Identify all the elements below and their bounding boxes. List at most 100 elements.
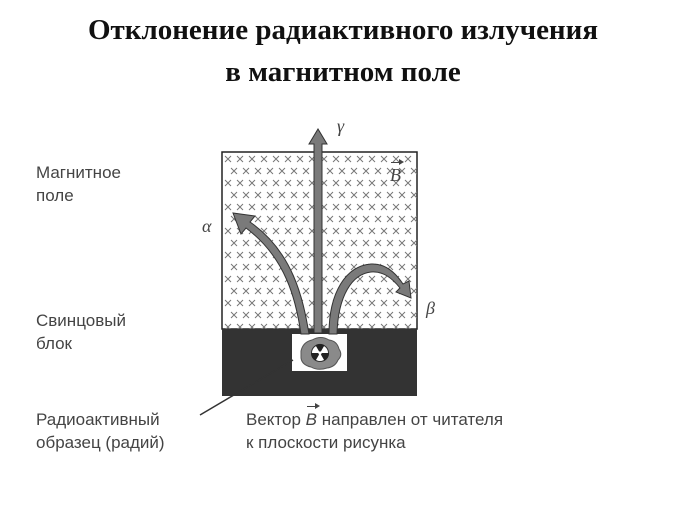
field-cross (332, 227, 340, 235)
field-cross (284, 323, 292, 329)
field-cross (230, 167, 238, 175)
field-cross (272, 299, 280, 307)
vector-note-line2: к плоскости рисунка (246, 433, 406, 452)
field-cross (332, 179, 340, 187)
field-cross (254, 311, 262, 319)
field-cross (290, 263, 298, 271)
field-cross (410, 167, 417, 175)
field-cross (350, 287, 358, 295)
field-cross (236, 203, 244, 211)
field-cross (302, 287, 310, 295)
field-cross (332, 275, 340, 283)
field-cross (230, 239, 238, 247)
field-cross (398, 167, 406, 175)
radioactive-sample (300, 337, 342, 370)
field-cross (374, 311, 382, 319)
field-cross (230, 311, 238, 319)
field-cross (242, 287, 250, 295)
field-cross (248, 203, 256, 211)
field-cross (386, 311, 394, 319)
field-cross (326, 215, 334, 223)
field-cross (236, 299, 244, 307)
field-cross (398, 215, 406, 223)
field-cross (410, 239, 417, 247)
field-cross (368, 155, 376, 163)
field-cross (404, 299, 412, 307)
page-title-line2: в магнитном поле (225, 56, 461, 88)
field-cross (350, 311, 358, 319)
field-cross (266, 263, 274, 271)
page-title-line1: Отклонение радиактивного излучения (87, 14, 599, 46)
field-cross (284, 203, 292, 211)
alpha-label: α (202, 216, 212, 236)
field-cross (368, 227, 376, 235)
gamma-label: γ (337, 116, 345, 136)
field-cross (284, 179, 292, 187)
field-cross (248, 251, 256, 259)
field-cross (272, 323, 280, 329)
field-cross (410, 287, 417, 295)
field-cross (362, 311, 370, 319)
field-cross (266, 287, 274, 295)
field-cross (380, 203, 388, 211)
field-cross (350, 239, 358, 247)
field-cross (392, 299, 400, 307)
field-cross (224, 251, 232, 259)
field-cross (296, 227, 304, 235)
field-cross (278, 287, 286, 295)
field-label-line1: Магнитное (36, 163, 121, 182)
block-label-line2: блок (36, 334, 72, 353)
field-cross (224, 155, 232, 163)
gamma-ray-arrow (308, 128, 328, 334)
field-cross (230, 191, 238, 199)
field-cross (344, 323, 352, 329)
field-cross (326, 191, 334, 199)
field-cross (278, 311, 286, 319)
field-cross (392, 179, 400, 187)
field-cross (302, 191, 310, 199)
field-cross (362, 215, 370, 223)
field-cross (266, 215, 274, 223)
field-cross (374, 191, 382, 199)
field-cross (332, 155, 340, 163)
field-cross (236, 179, 244, 187)
field-cross (242, 167, 250, 175)
field-cross (302, 263, 310, 271)
block-label-line1: Свинцовый (36, 311, 126, 330)
field-cross (296, 155, 304, 163)
field-cross (230, 263, 238, 271)
field-cross (356, 251, 364, 259)
field-cross (338, 263, 346, 271)
field-cross (380, 179, 388, 187)
field-cross (404, 155, 412, 163)
field-cross (260, 275, 268, 283)
field-cross (266, 167, 274, 175)
field-cross (254, 167, 262, 175)
field-cross (266, 311, 274, 319)
field-cross (224, 203, 232, 211)
field-cross (368, 323, 376, 329)
field-cross (398, 239, 406, 247)
field-cross (254, 191, 262, 199)
field-cross (404, 251, 412, 259)
field-cross (260, 155, 268, 163)
field-cross (224, 179, 232, 187)
field-cross (326, 239, 334, 247)
field-cross (302, 239, 310, 247)
field-label-line2: поле (36, 186, 74, 205)
field-cross (236, 155, 244, 163)
field-cross (386, 191, 394, 199)
field-cross (392, 227, 400, 235)
field-cross (332, 203, 340, 211)
field-cross (290, 239, 298, 247)
field-cross (404, 203, 412, 211)
field-cross (224, 275, 232, 283)
field-cross (374, 239, 382, 247)
field-cross (350, 215, 358, 223)
field-cross (356, 179, 364, 187)
field-cross (398, 263, 406, 271)
field-cross (404, 179, 412, 187)
field-cross (236, 251, 244, 259)
field-cross (230, 287, 238, 295)
field-cross (362, 191, 370, 199)
